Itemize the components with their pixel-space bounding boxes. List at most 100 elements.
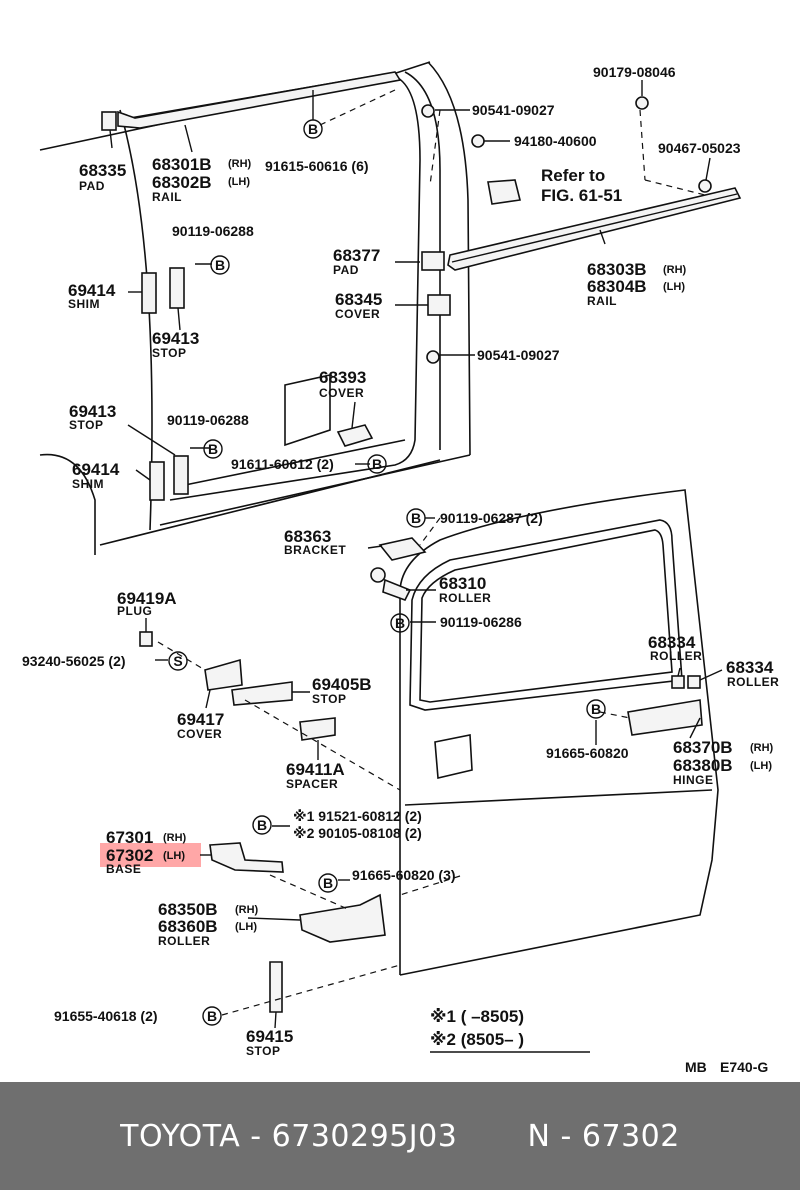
callout-69414-upper: 69414 SHIM (68, 281, 116, 311)
circle-markers: B B B B B B S B B B B (168, 119, 606, 1026)
marker-s: S (173, 653, 182, 669)
part-number: 68304B (587, 277, 647, 296)
part-side: (LH) (163, 850, 185, 862)
callout-68393: 68393 COVER (319, 368, 366, 400)
callout-69419a: 69419A PLUG (117, 589, 177, 618)
part-number: 69417 (177, 710, 224, 729)
part-number: 90467-05023 (658, 140, 741, 156)
part-number-highlighted[interactable]: 67302 (106, 846, 153, 865)
marker-b: B (207, 1008, 217, 1024)
rail-68303b (421, 187, 742, 271)
marker-b: B (372, 456, 382, 472)
callout-69411a: 69411A SPACER (286, 760, 345, 791)
part-side: (RH) (663, 264, 687, 276)
part-number: 68360B (158, 917, 218, 936)
part-number: 90119-06287 (2) (440, 510, 543, 526)
reference-line2: FIG. 61-51 (541, 186, 622, 205)
part-name: STOP (152, 346, 186, 360)
callout-69413-lower: 69413 STOP (69, 402, 116, 432)
door-hardware (139, 537, 703, 1013)
callout-68334-left: 68334 ROLLER (648, 633, 702, 663)
part-side: (RH) (163, 832, 187, 844)
part-number: 90541-09027 (472, 102, 555, 118)
part-number: 68301B (152, 155, 212, 174)
part-number: 69411A (286, 760, 345, 779)
callout-68345: 68345 COVER (335, 290, 382, 321)
part-number: 68335 (79, 161, 126, 180)
part-number: ※1 91521-60812 (2) (293, 808, 422, 824)
marker-b: B (323, 875, 333, 891)
marker-b: B (308, 121, 318, 137)
part-name: SHIM (72, 477, 104, 491)
figure-code-prefix: MB (685, 1059, 707, 1075)
part-number: 68393 (319, 368, 366, 387)
part-number: 67301 (106, 828, 153, 847)
part-number: 93240-56025 (2) (22, 653, 126, 669)
part-name: PAD (333, 263, 359, 277)
door-outline (399, 489, 719, 976)
part-number: 68302B (152, 173, 212, 192)
reference-line1: Refer to (541, 166, 605, 185)
part-name: SPACER (286, 777, 338, 791)
part-side: (LH) (750, 760, 772, 772)
part-name: PLUG (117, 604, 152, 618)
part-number: 68334 (648, 633, 696, 652)
part-number: 69414 (72, 460, 120, 479)
part-side: (LH) (228, 176, 250, 188)
callout-69417: 69417 COVER (177, 710, 224, 741)
part-number: 68303B (587, 260, 647, 279)
callout-68301b: 68301B (RH) 68302B (LH) RAIL (152, 155, 252, 204)
callout-68335: 68335 PAD (79, 161, 126, 193)
part-name: ROLLER (439, 591, 491, 605)
part-name: HINGE (673, 773, 714, 787)
callout-68350b: 68350B (RH) 68360B (LH) ROLLER (158, 900, 259, 948)
part-number: 90179-08046 (593, 64, 676, 80)
part-name: ROLLER (727, 675, 779, 689)
marker-b: B (591, 701, 601, 717)
callout-68363: 68363 BRACKET (284, 527, 346, 557)
part-number: 68380B (673, 756, 733, 775)
part-number: 69405B (312, 675, 372, 694)
marker-b: B (208, 441, 218, 457)
part-number: 68363 (284, 527, 331, 546)
marker-b: B (395, 615, 405, 631)
highlight-67302 (100, 843, 201, 867)
part-number: ※2 90105-08108 (2) (293, 825, 422, 841)
part-name: COVER (177, 727, 222, 741)
part-number: 90541-09027 (477, 347, 560, 363)
part-number: 90119-06288 (167, 412, 249, 428)
small-parts (141, 96, 712, 501)
part-name: ROLLER (650, 649, 702, 663)
legend-row-2: ※2 (8505– ) (430, 1030, 524, 1049)
leader-lines (109, 80, 723, 1029)
part-name: STOP (69, 418, 103, 432)
part-number: 68334 (726, 658, 774, 677)
callout-69413-upper: 69413 STOP (152, 329, 199, 360)
part-side: (RH) (235, 904, 259, 916)
rail-68301b (101, 71, 402, 131)
part-side: (RH) (228, 158, 252, 170)
figure-code: E740-G (720, 1059, 768, 1075)
callout-69415: 69415 STOP (246, 1027, 293, 1058)
callout-69405b: 69405B STOP (312, 675, 372, 706)
callout-68370b: 68370B (RH) 68380B (LH) HINGE (673, 738, 774, 787)
part-number: 91665-60820 (3) (352, 867, 456, 883)
part-number: 68350B (158, 900, 218, 919)
part-number: 91655-40618 (2) (54, 1008, 158, 1024)
part-side: (LH) (663, 281, 685, 293)
part-number: 94180-40600 (514, 133, 597, 149)
legend: ※1 ( –8505) ※2 (8505– ) (430, 1007, 590, 1053)
part-number: 90119-06286 (440, 614, 522, 630)
footer-bar: TOYOTA - 6730295J03 N - 67302 (0, 1082, 800, 1190)
part-name: BASE (106, 862, 141, 876)
marker-b: B (215, 257, 225, 273)
part-side: (RH) (750, 742, 774, 754)
marker-b: B (411, 510, 421, 526)
part-number: 68345 (335, 290, 382, 309)
callout-67301: 67301 (RH) (106, 828, 187, 847)
marker-b: B (257, 817, 267, 833)
callout-67302[interactable]: 67302 (LH) BASE (106, 846, 185, 876)
part-name: STOP (312, 692, 346, 706)
part-name: STOP (246, 1044, 280, 1058)
part-name: RAIL (152, 190, 182, 204)
